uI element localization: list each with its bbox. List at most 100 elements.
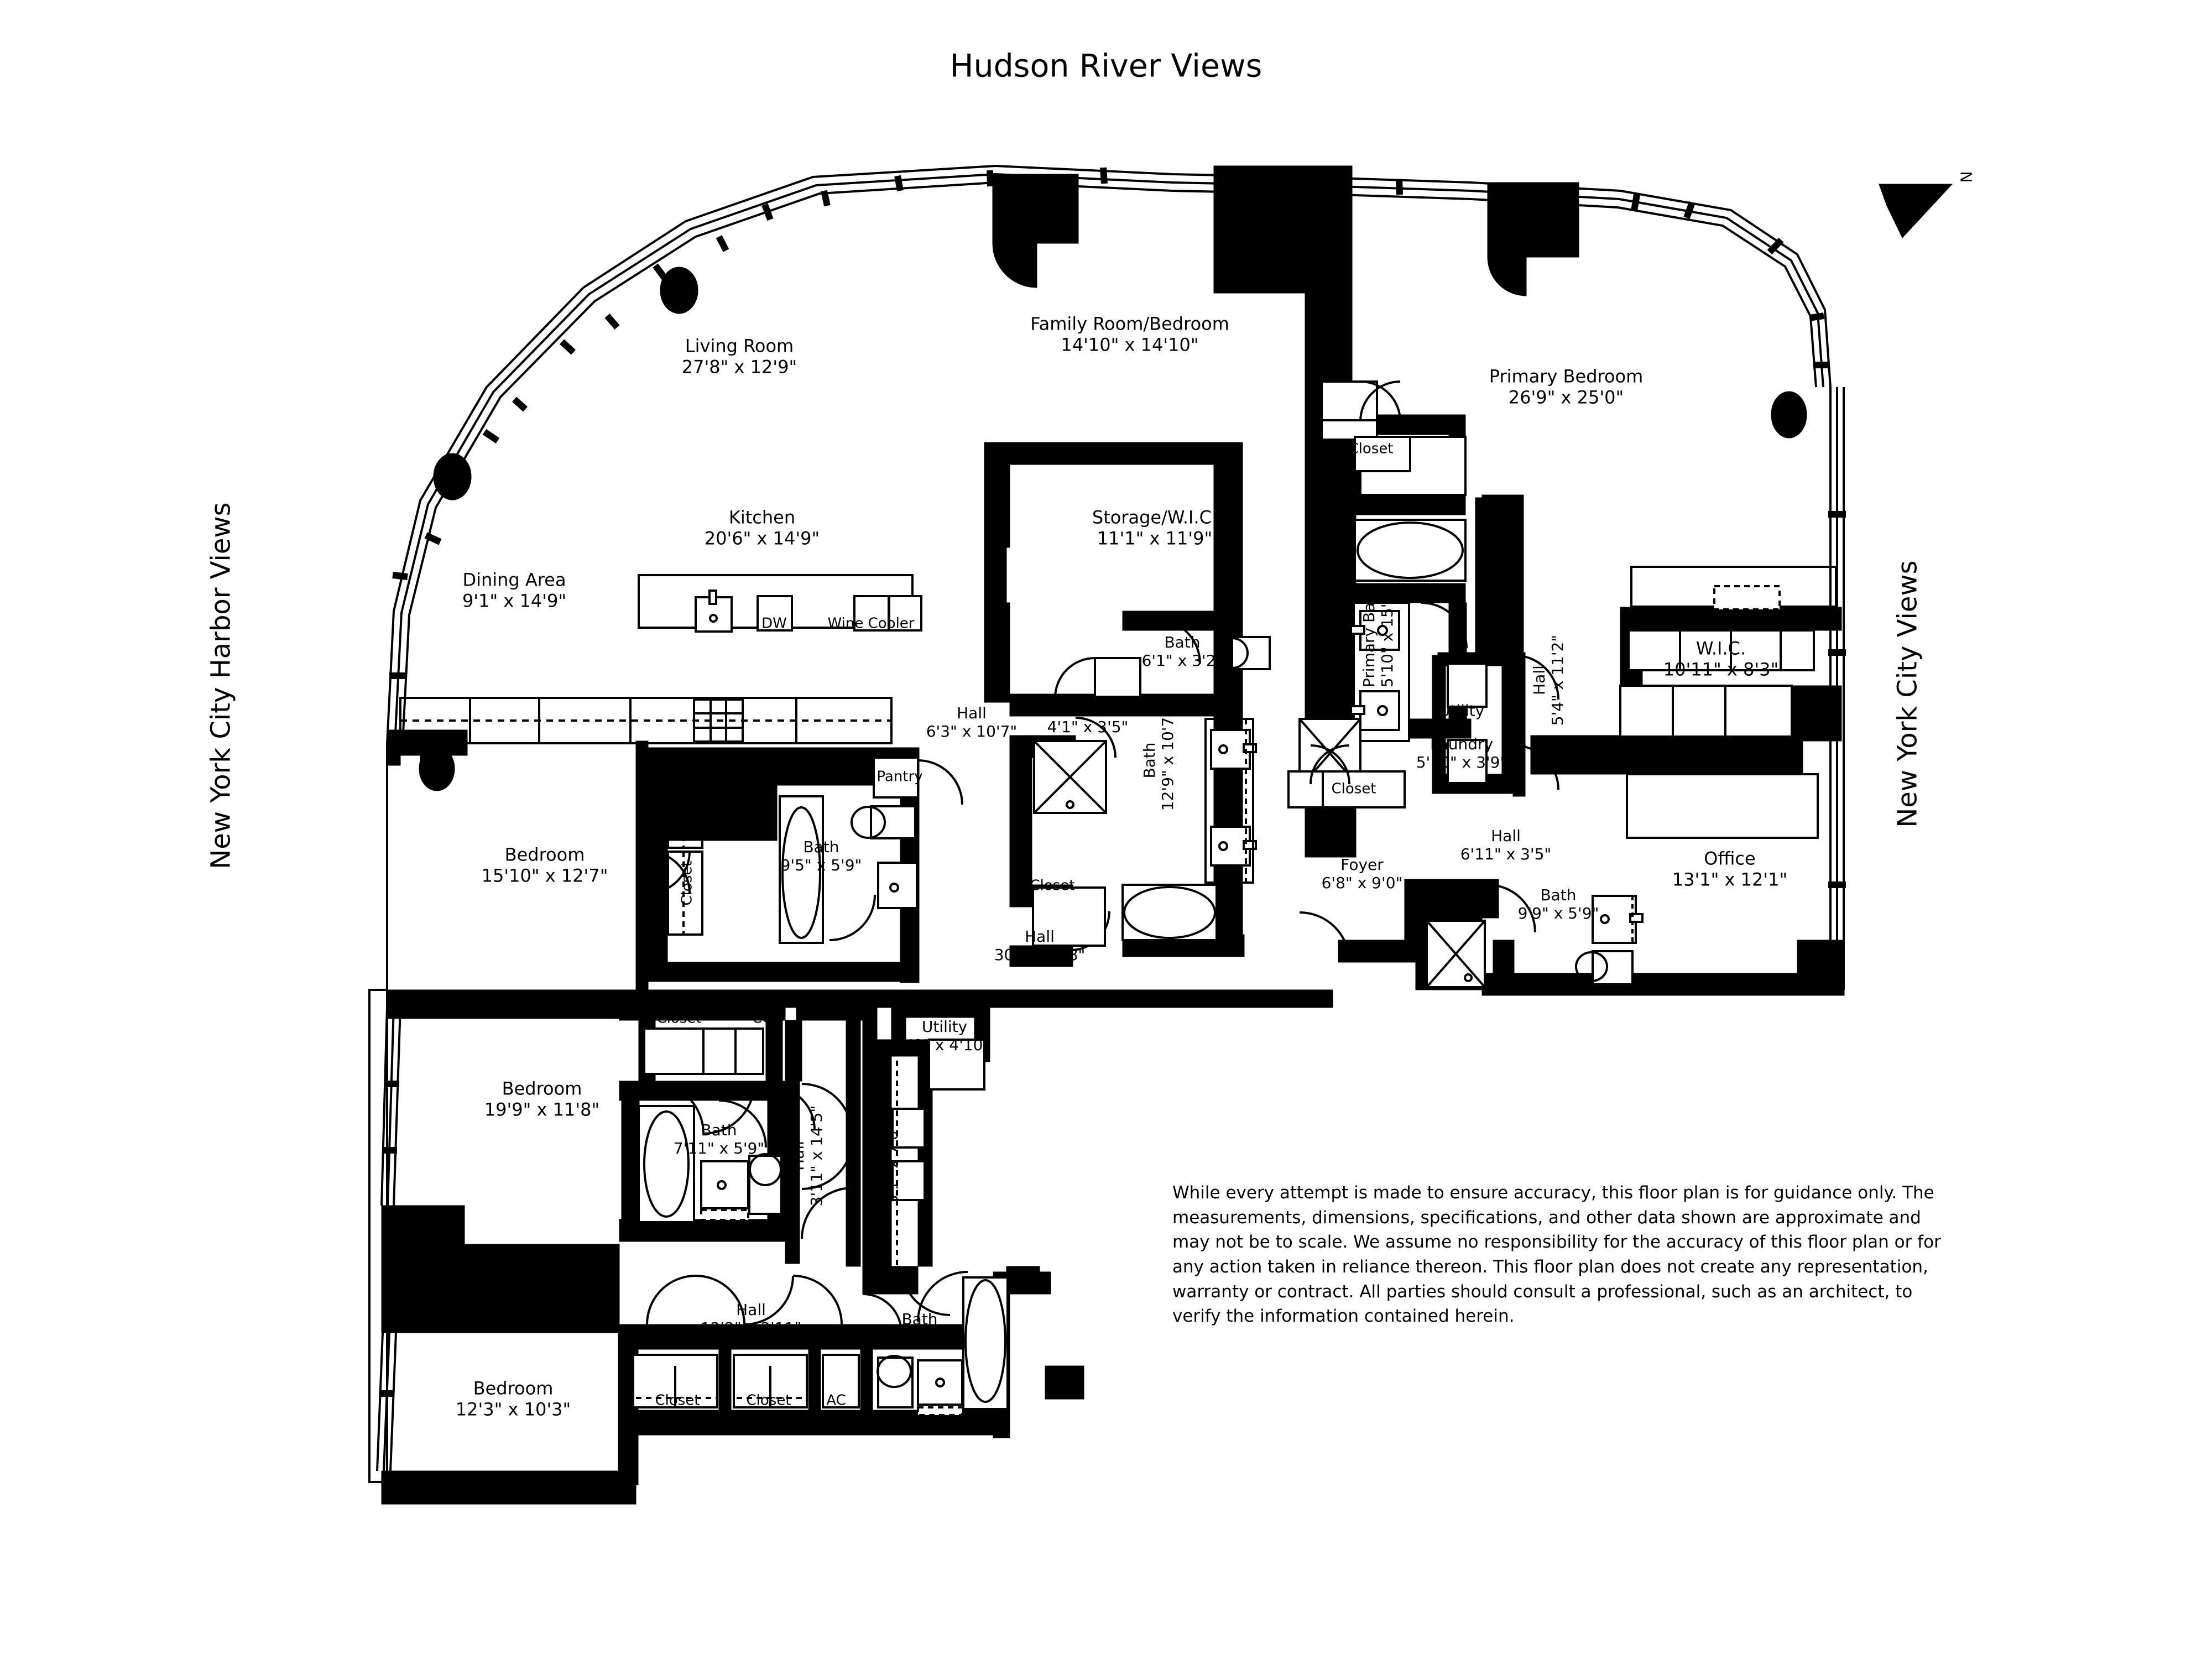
room-dimensions: 26'9" x 25'0" [1508,387,1624,408]
primary-suite-walls [1338,414,1845,996]
curtain-wall [386,164,1832,744]
room-name: Hall [1491,826,1521,845]
right-exterior-wall [1829,387,1845,990]
room-name: Living Room [685,335,794,357]
view-label-left: New York City Harbor Views [205,502,237,869]
kitchen-counter [399,697,893,744]
mullion-ticks [389,167,1828,679]
label-closet-bed2a: Closet [679,782,696,827]
room-name: Laundry [1430,734,1494,753]
room-label-utility-right: Utility [1439,701,1484,719]
room-name: Hall [957,703,987,722]
room-dimensions: 19'9" x 11'8" [484,1099,600,1120]
room-name: Utility [921,1017,968,1036]
room-name: Hall [1530,665,1548,695]
appliance-label-dishwasher: DW [761,615,787,632]
room-dimensions: 9'1" x 14'9" [462,590,567,611]
room-dimensions: 30'1" x 4'8" [994,946,1086,964]
room-dimensions: 3'11" x 14'5" [807,1105,826,1207]
room-name: Foyer [1340,855,1384,874]
room-name: Office [1704,848,1756,869]
view-label-right: New York City Views [1892,560,1923,828]
label-cc-bed3: CC [752,1010,773,1027]
label-ac-bed4: AC [826,1392,846,1409]
label-closet-fam: Closet [1348,440,1394,457]
room-name: Bedroom [502,1078,582,1099]
label-closet-bed3: Closet [656,1010,702,1027]
room-name: Storage/W.I.C. [1092,507,1218,528]
room-label-wic: W.I.C.10'11" x 8'3" [1663,638,1778,680]
room-dimensions: 27'8" x 12'9" [681,356,797,377]
compass-label: N [1957,171,1976,183]
room-name: Dining Area [462,569,566,591]
lower-window-wall [376,1006,401,1472]
room-name: W.I.C. [1695,638,1746,659]
room-dimensions: 8'6" x 6'3" [879,1328,961,1347]
room-dimensions: 4'1" x 3'5" [1047,718,1129,736]
room-dimensions: 5'10" x 3'9" [1416,753,1507,771]
room-name: Hall [1025,927,1055,946]
room-dimensions: 3'1" x 7'0" [883,1123,901,1205]
room-dimensions: 15'10" x 12'7" [481,865,608,886]
label-closet-foyer: Closet [1331,780,1376,797]
room-dimensions: 13'1" x 12'1" [1672,869,1788,890]
room-dimensions: 3'8" x 4'10" [899,1036,990,1054]
north-arrow-icon [1879,184,1953,239]
room-name: Hall [736,1300,766,1319]
appliance-label-wine-cooler: Wine Cooler [827,615,915,632]
page-title: Hudson River Views [950,48,1262,85]
room-dimensions: 10'11" x 8'3" [1663,659,1779,680]
room-dimensions: 14'10" x 14'10" [1061,334,1199,355]
label-pantry: Pantry [877,768,923,785]
room-dimensions: 11'1" x 11'9" [1097,528,1213,549]
room-name: Family Room/Bedroom [1030,313,1229,335]
label-closet-bed2b: Closet [679,860,696,906]
room-dimensions: 12'3" x 10'3" [455,1399,571,1420]
room-name: Bath [1140,742,1159,779]
room-dimensions: 7'11" x 5'9" [673,1139,765,1157]
disclaimer-text: While every attempt is made to ensure ac… [1172,1183,1941,1327]
room-name: Bedroom [504,844,585,865]
room-name: Primary Bedroom [1489,366,1644,387]
room-dimensions: 6'3" x 10'7" [926,722,1018,740]
label-closet-bed4a: Closet [655,1392,700,1409]
room-dimensions: 20'6" x 14'9" [704,528,820,549]
room-name: Laundry [864,1132,883,1196]
room-dimensions: 5'10" x 15'0" [1378,586,1396,688]
kitchen-island [638,574,922,633]
room-dimensions: 12'9" x 10'7" [1159,709,1177,811]
room-dimensions: 6'11" x 3'5" [1460,845,1552,863]
room-name: Bath [901,1310,938,1328]
room-name: Kitchen [728,507,796,528]
room-name: Hall [789,1141,807,1171]
bedroom4-walls [630,1266,1084,1438]
room-name: Bath [803,837,839,856]
label-closet-bed4b: Closet [746,1392,791,1409]
room-name: Primary Bath [1359,586,1378,688]
